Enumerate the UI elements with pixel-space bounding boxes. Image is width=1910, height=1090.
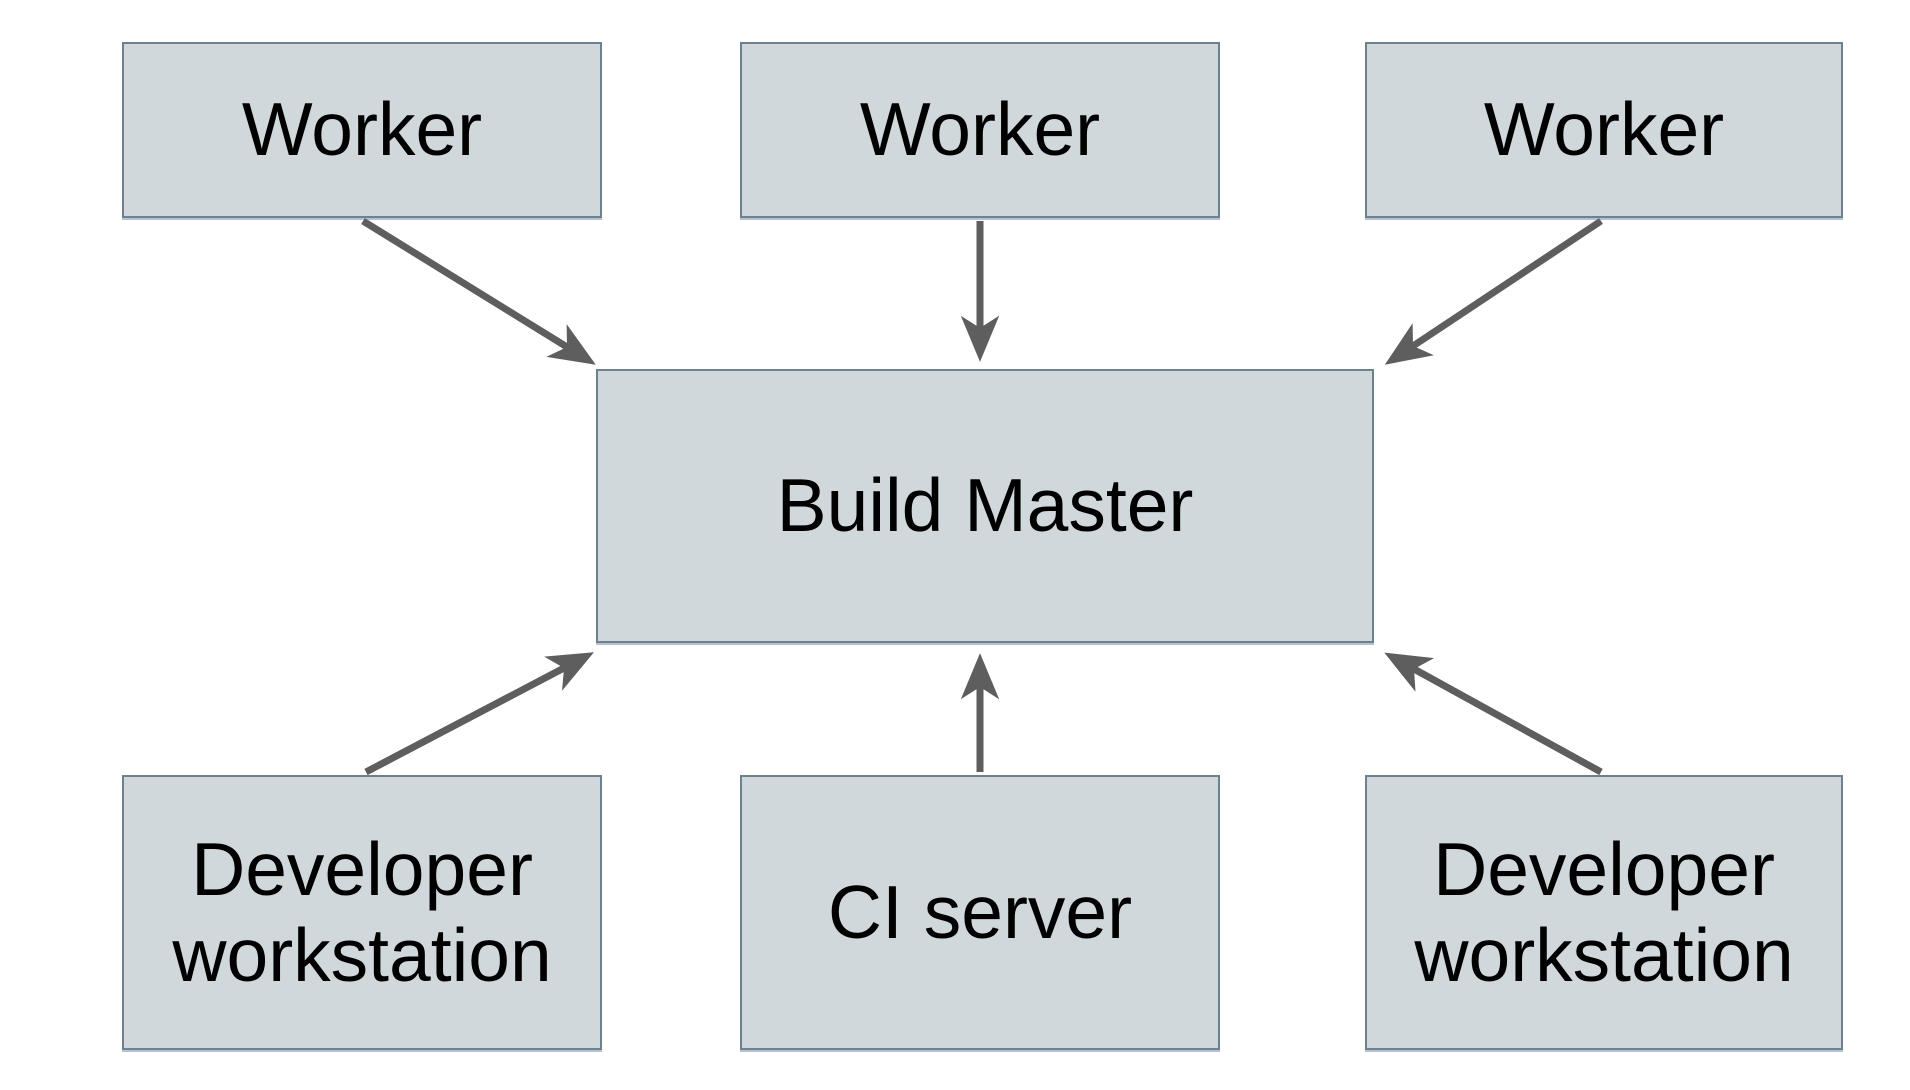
node-build-master: Build Master xyxy=(596,369,1374,643)
node-worker-3: Worker xyxy=(1365,42,1843,218)
arrow-worker-3-to-build-master xyxy=(1384,218,1603,365)
node-ci-server-label: CI server xyxy=(827,869,1133,954)
node-worker-3-label: Worker xyxy=(1483,87,1725,172)
node-developer-workstation-2: Developer workstation xyxy=(1365,775,1843,1050)
node-worker-1-label: Worker xyxy=(241,87,483,172)
node-ci-server: CI server xyxy=(740,775,1220,1050)
arrow-worker-1-to-build-master xyxy=(361,218,596,365)
node-developer-workstation-2-label: Developer workstation xyxy=(1414,827,1794,997)
arrow-developer-workstation-2-to-build-master xyxy=(1384,652,1603,776)
node-developer-workstation-1: Developer workstation xyxy=(122,775,602,1050)
node-developer-workstation-1-label: Developer workstation xyxy=(172,827,552,997)
arrow-developer-workstation-1-to-build-master xyxy=(364,652,594,776)
node-build-master-label: Build Master xyxy=(776,463,1194,548)
node-worker-1: Worker xyxy=(122,42,602,218)
node-worker-2-label: Worker xyxy=(859,87,1101,172)
node-worker-2: Worker xyxy=(740,42,1220,218)
